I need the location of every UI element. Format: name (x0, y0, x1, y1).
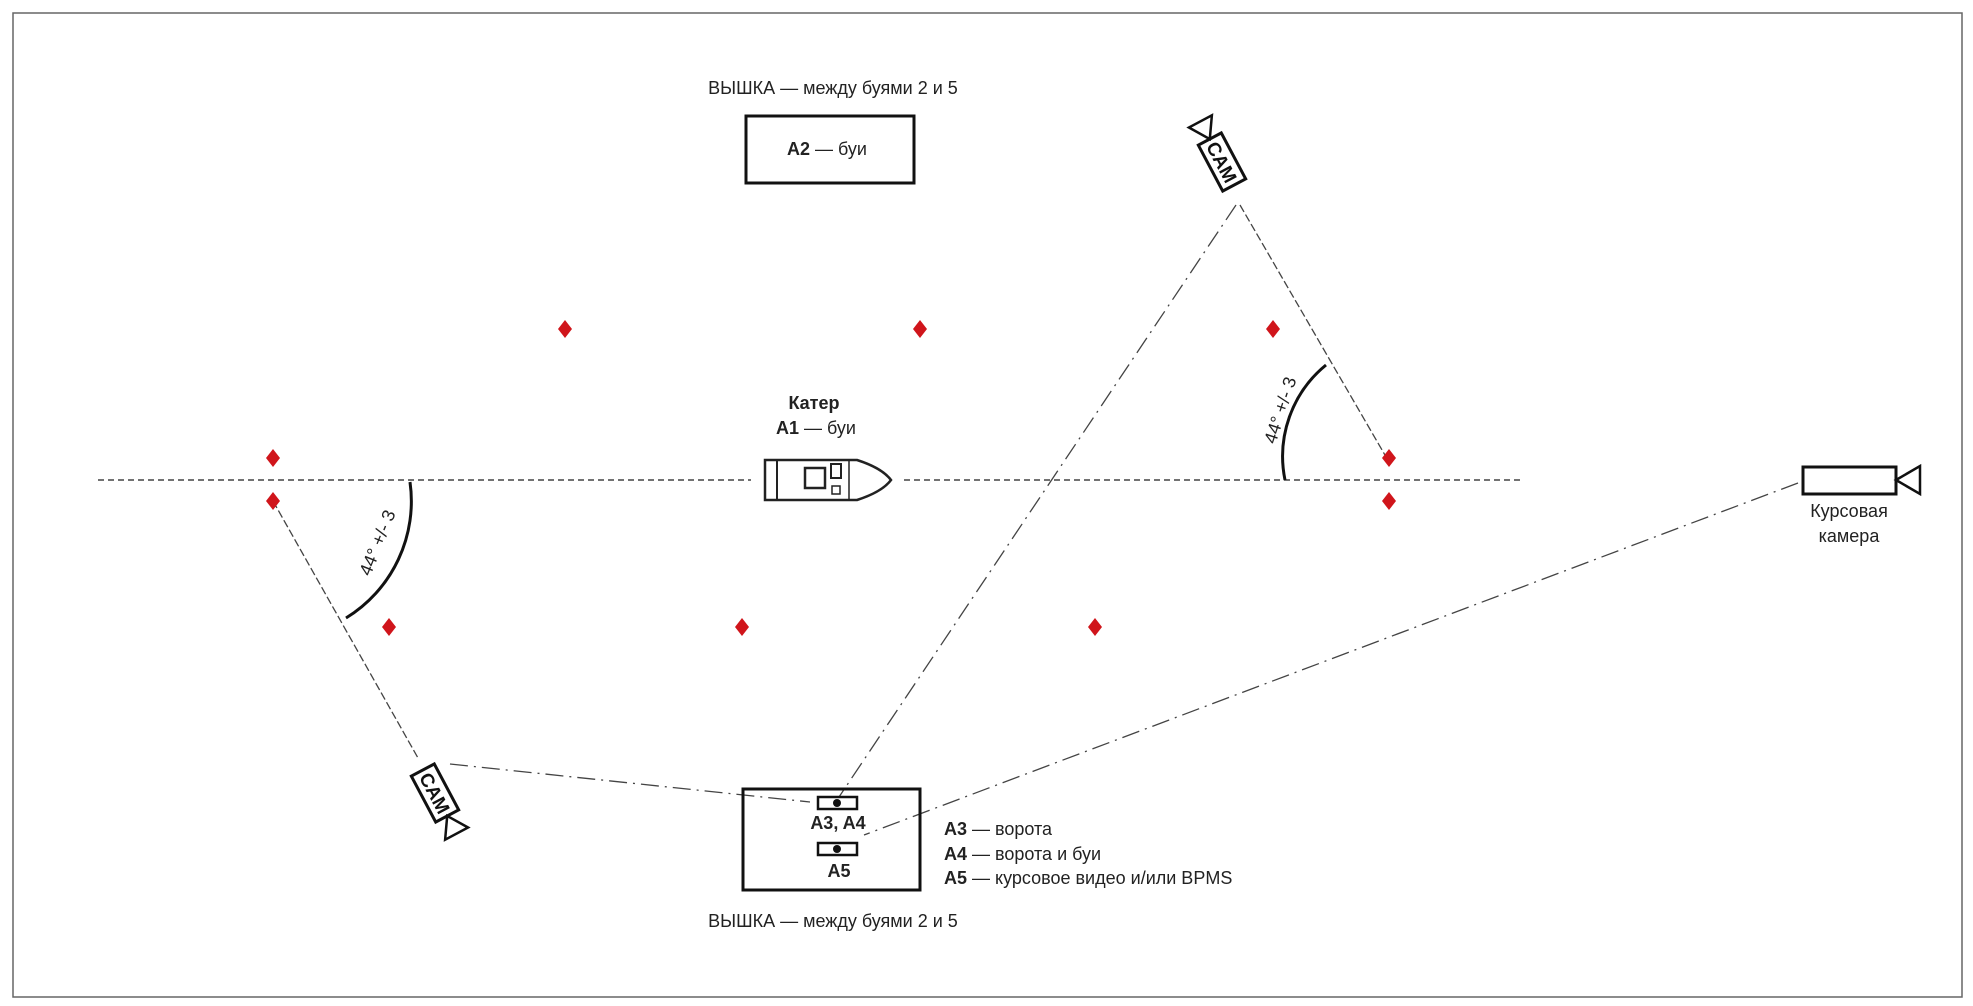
course-cam-to-tower-line (863, 482, 1799, 836)
legend: A3 — ворота A4 — ворота и буи A5 — курсо… (944, 819, 1232, 888)
buoy (558, 320, 572, 338)
buoy (266, 449, 280, 467)
top-tower-box (744, 114, 916, 185)
boat-icon (763, 458, 893, 502)
gate-camera-icon (816, 795, 859, 811)
right-angle-arc (1281, 363, 1327, 481)
buoys (266, 320, 1396, 636)
course-video-icon (816, 841, 859, 857)
top-camera-icon: CAM (1186, 113, 1248, 194)
course-camera-icon (1801, 463, 1922, 497)
buoy (382, 618, 396, 636)
legend-item: A4 — ворота и буи (944, 844, 1101, 864)
left-cam-to-tower-line (449, 763, 811, 803)
course-camera-label-2: камера (1819, 526, 1881, 546)
buoy (1382, 449, 1396, 467)
right-angle-label: 44° +/- 3 (1260, 374, 1300, 446)
buoy (735, 618, 749, 636)
slot1-label: A3, A4 (810, 813, 865, 833)
boat-label: A1 — буи (776, 418, 856, 438)
legend-item: A3 — ворота (944, 819, 1053, 839)
buoy (1382, 492, 1396, 510)
left-angle-arc (345, 481, 413, 620)
course-camera-label-1: Курсовая (1810, 501, 1888, 521)
legend-item: A5 — курсовое видео и/или BPMS (944, 868, 1232, 888)
top-cam-to-tower-line (838, 204, 1237, 798)
boat-title: Катер (788, 393, 839, 413)
buoy (266, 492, 280, 510)
left-camera-icon: CAM (409, 761, 471, 842)
buoy (1266, 320, 1280, 338)
buoy (913, 320, 927, 338)
bottom-tower-box (741, 787, 922, 892)
top-tower-box-label: A2 — буи (787, 139, 867, 159)
frame-border (12, 12, 1963, 998)
top-tower-caption: ВЫШКА — между буями 2 и 5 (708, 78, 958, 98)
slot2-label: A5 (827, 861, 850, 881)
top-cam-sightline (1239, 204, 1390, 463)
left-cam-sightline (272, 500, 419, 759)
bottom-tower-caption: ВЫШКА — между буями 2 и 5 (708, 911, 958, 931)
buoy (1088, 618, 1102, 636)
